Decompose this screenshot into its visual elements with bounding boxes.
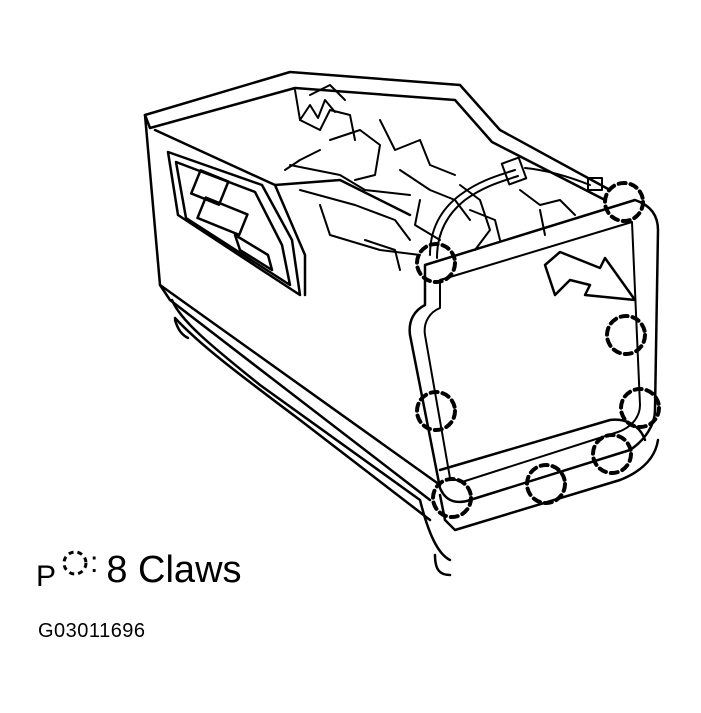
side-panel-cutout	[166, 150, 302, 297]
claw-marker-7	[525, 463, 567, 505]
removal-direction-arrow	[543, 250, 637, 302]
claw-marker-5	[619, 387, 661, 429]
figure-code: G03011696	[38, 620, 146, 642]
claw-marker-3	[605, 314, 647, 356]
claw-marker-8	[431, 477, 473, 519]
claw-marker-2	[415, 242, 457, 284]
legend: P : 8 Claws	[36, 540, 242, 592]
claw-marker-6	[591, 433, 633, 475]
wire-harness	[429, 156, 603, 259]
legend-separator: :	[90, 546, 99, 579]
dashed-circle-icon	[62, 550, 88, 576]
console-body	[143, 70, 612, 562]
claw-marker-1	[603, 181, 645, 223]
legend-label: 8 Claws	[106, 549, 242, 591]
legend-prefix: P	[36, 560, 57, 593]
claw-markers	[415, 181, 661, 519]
console-feet	[173, 318, 452, 577]
claw-marker-4	[415, 390, 457, 432]
